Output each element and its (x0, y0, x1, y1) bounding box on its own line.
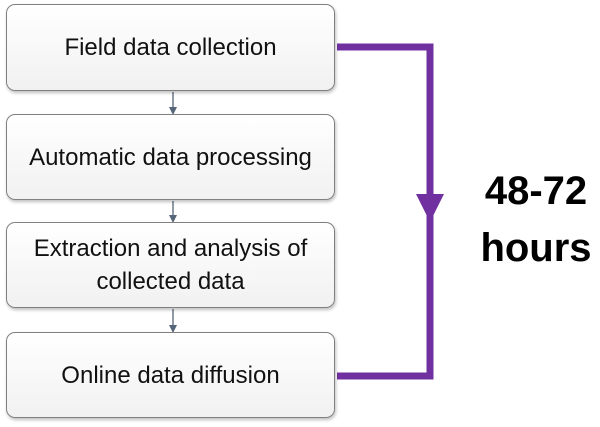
step-label: Extraction and analysis of collected dat… (33, 235, 308, 295)
step-field-data-collection: Field data collection (6, 4, 335, 91)
bracket-arrowhead (416, 194, 444, 222)
step-label: Field data collection (64, 34, 277, 61)
step-label: Online data diffusion (61, 361, 280, 389)
duration-bracket (337, 43, 444, 380)
duration-label: 48-72 hours (472, 163, 600, 277)
duration-range: 48-72 (484, 169, 588, 213)
step-label: Automatic data processing (29, 143, 312, 171)
duration-unit: hours (480, 226, 592, 270)
step-online-data-diffusion: Online data diffusion (6, 332, 335, 418)
step-extraction-and-analysis: Extraction and analysis of collected dat… (6, 222, 335, 308)
step-automatic-data-processing: Automatic data processing (6, 114, 335, 200)
